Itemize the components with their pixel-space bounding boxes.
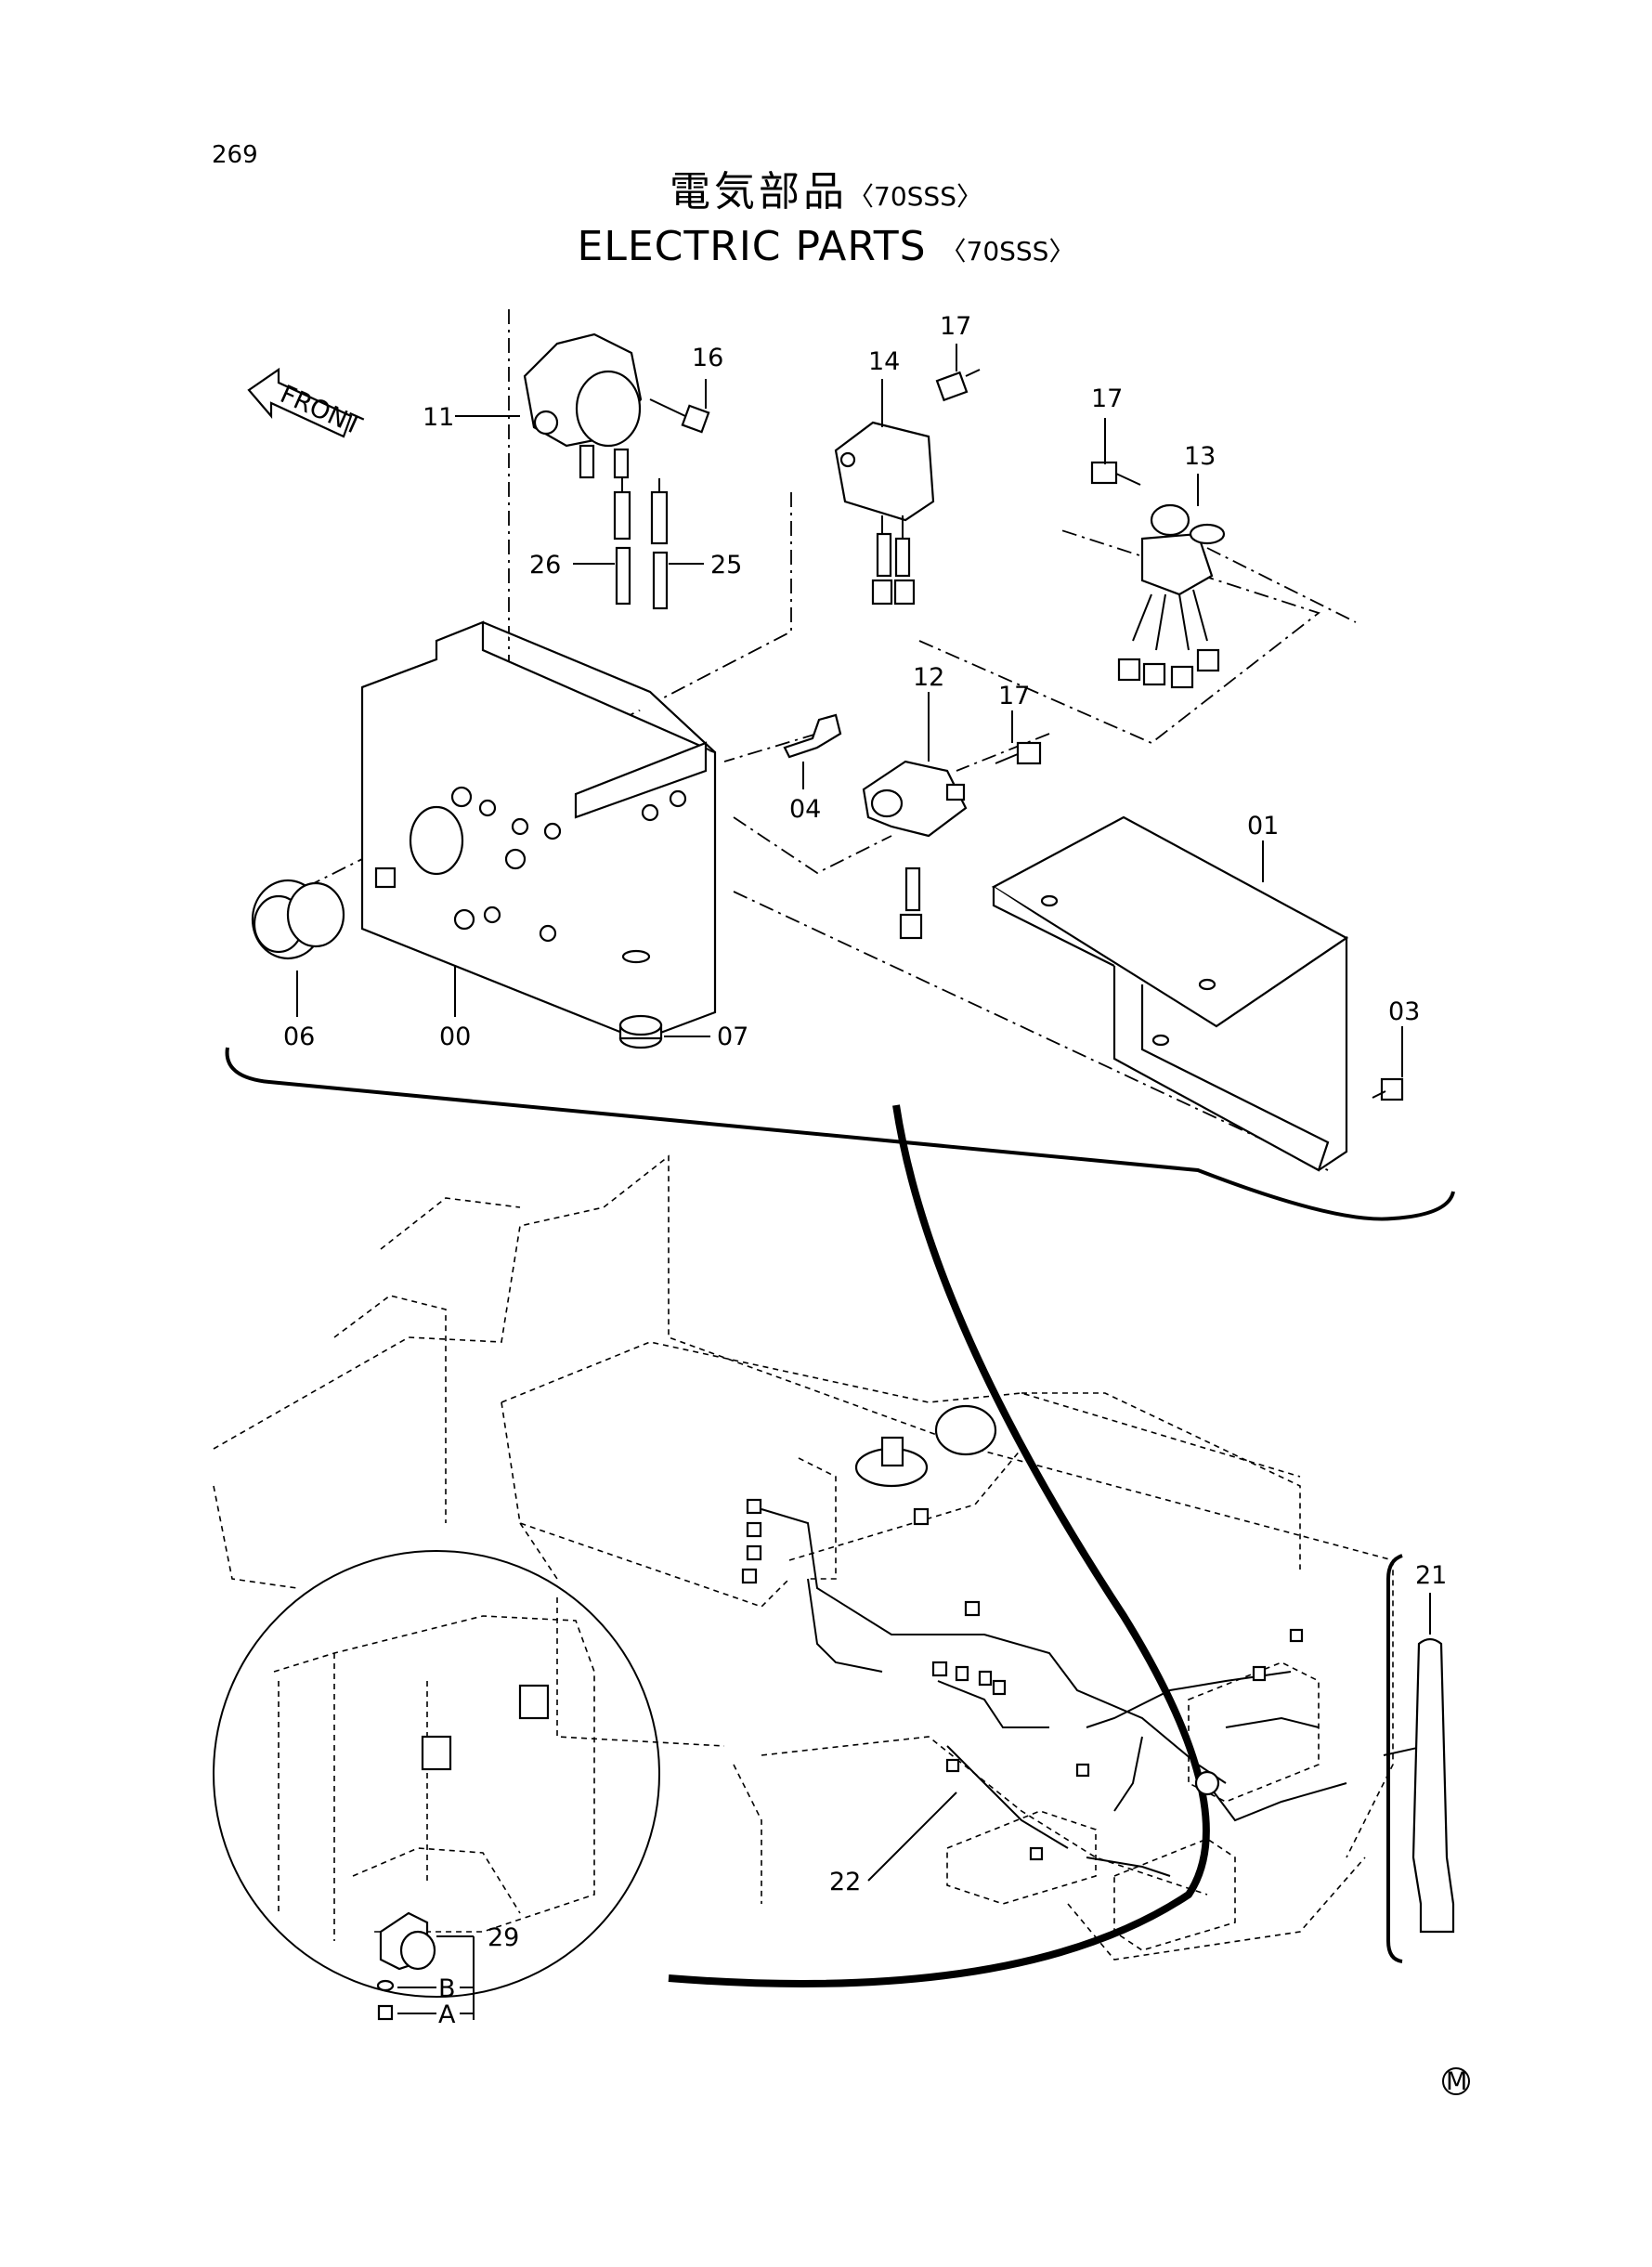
grommet-part <box>618 1014 663 1049</box>
callout-22: 22 <box>829 1868 861 1896</box>
front-arrow-icon: FRONT <box>247 367 366 441</box>
bolt-part <box>935 369 981 402</box>
switch-part <box>1117 503 1226 689</box>
cable-tie-part <box>1386 1554 1455 1963</box>
svg-text:M: M <box>1446 2067 1467 2096</box>
callout-11: 11 <box>423 403 454 432</box>
page-number: 269 <box>212 141 258 169</box>
relay-part <box>834 421 935 606</box>
title-japanese-suffix: 〈70SSS〉 <box>848 181 982 212</box>
callout-13: 13 <box>1184 442 1216 471</box>
callout-00: 00 <box>439 1023 471 1051</box>
callout-17: 17 <box>940 312 971 341</box>
upper-exploded-view <box>225 309 1455 1221</box>
title-japanese-text: 電気部品 <box>670 168 849 215</box>
callout-04: 04 <box>789 795 821 824</box>
front-arrow-label: FRONT <box>276 380 366 441</box>
callout-29: 29 <box>488 1923 519 1952</box>
detail-circle-view <box>213 1550 660 2021</box>
callout-25: 25 <box>710 551 742 580</box>
callout-16: 16 <box>692 344 723 372</box>
title-english-suffix: 〈70SSS〉 <box>940 236 1075 267</box>
callout-06: 06 <box>283 1023 315 1051</box>
callout-a: A <box>438 2000 456 2029</box>
callout-03: 03 <box>1388 997 1420 1026</box>
grommet-part <box>251 879 345 960</box>
bolt-part <box>995 741 1042 765</box>
bolt-part <box>649 398 710 434</box>
callout-12: 12 <box>913 663 944 692</box>
machine-body-view <box>213 1154 1426 1961</box>
relay-part <box>862 760 968 940</box>
title-english: ELECTRIC PARTS 〈70SSS〉 <box>0 222 1652 277</box>
bolt-part <box>783 713 842 759</box>
title-english-text: ELECTRIC PARTS <box>577 223 927 270</box>
bolt-part <box>1090 461 1141 486</box>
title-japanese: 電気部品〈70SSS〉 <box>0 167 1652 222</box>
cover-part <box>991 815 1349 1172</box>
callout-21: 21 <box>1415 1561 1447 1590</box>
circled-m-marker: M <box>1442 2067 1470 2096</box>
callout-01: 01 <box>1247 812 1279 840</box>
mounting-box-part <box>360 620 717 1042</box>
callout-17: 17 <box>1091 384 1123 413</box>
callout-07: 07 <box>717 1023 748 1051</box>
callout-26: 26 <box>529 551 561 580</box>
terminal-connector-part <box>613 478 669 610</box>
callout-17: 17 <box>998 682 1030 710</box>
leader-22 <box>867 1791 957 1882</box>
callout-b: B <box>438 1974 456 2003</box>
solenoid-relay-part <box>523 332 643 479</box>
bolt-part <box>1372 1077 1404 1101</box>
title-block: 電気部品〈70SSS〉 ELECTRIC PARTS 〈70SSS〉 <box>0 167 1652 277</box>
callout-14: 14 <box>868 347 900 376</box>
